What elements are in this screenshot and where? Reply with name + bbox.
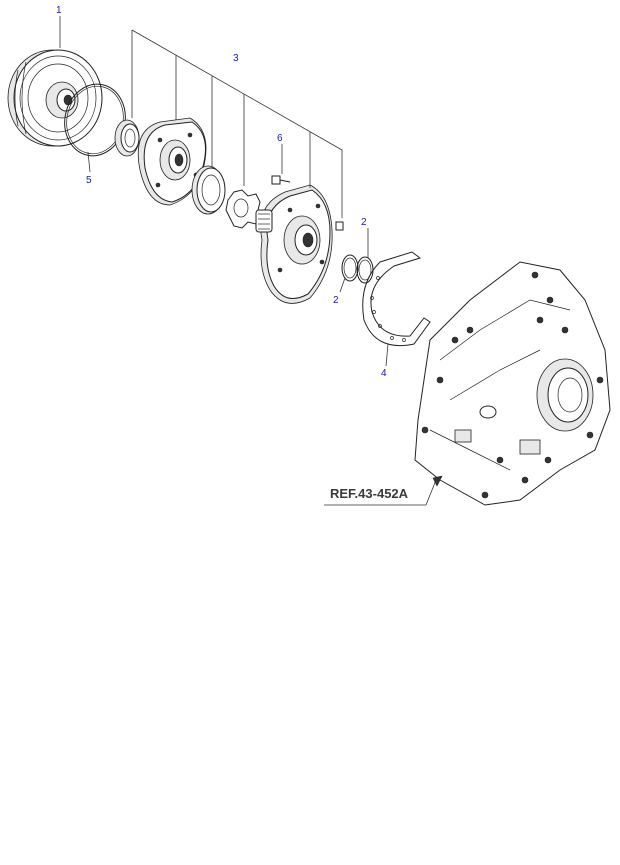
oil-seal — [114, 119, 140, 157]
gasket — [362, 251, 431, 347]
torque-converter — [7, 49, 103, 147]
seal-ring — [341, 254, 359, 282]
reference-label: REF.43-452A — [330, 486, 409, 501]
callout-4: 4 — [381, 368, 387, 379]
bolt — [271, 175, 291, 185]
transaxle-housing — [414, 261, 611, 506]
seal-ring — [356, 256, 374, 284]
callout-2-lower: 2 — [333, 295, 339, 306]
pump-body — [255, 184, 333, 304]
part-numbers: 1 5 3 6 2 2 4 REF.43-452A — [56, 5, 409, 501]
callout-5: 5 — [86, 175, 92, 186]
dowel-bolt — [335, 221, 344, 231]
outer-gear — [191, 165, 226, 215]
pump-cover — [137, 117, 207, 206]
callout-2-upper: 2 — [361, 217, 367, 228]
callout-3: 3 — [233, 53, 239, 64]
callout-6: 6 — [277, 133, 283, 144]
callout-1: 1 — [56, 5, 62, 16]
leader-lines — [59, 16, 443, 506]
